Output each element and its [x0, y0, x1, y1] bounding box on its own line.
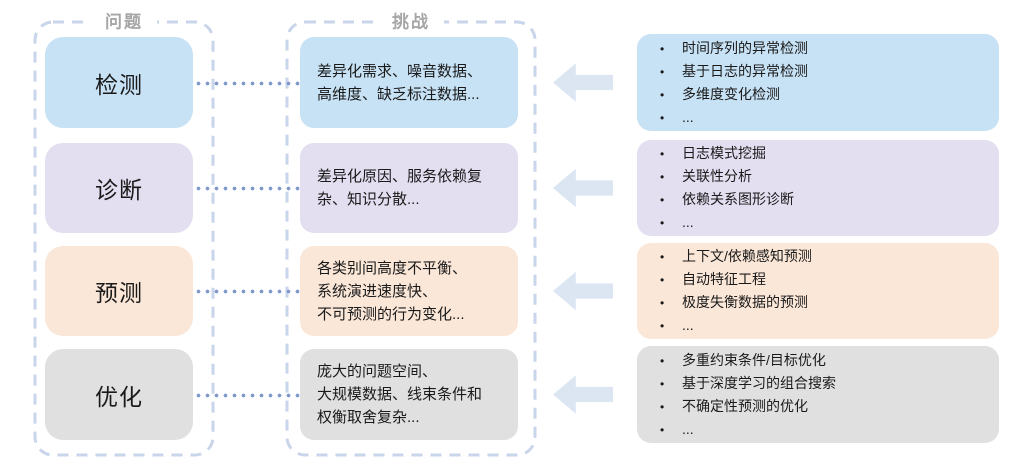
list-item: • 时间序列的异常检测 — [647, 37, 989, 60]
challenge-box-diagnosis: 差异化原因、服务依赖复 杂、知识分散... — [300, 143, 518, 233]
bullet-icon: • — [660, 64, 665, 79]
bullet-icon: • — [660, 296, 665, 310]
bullet-icon: • — [660, 422, 665, 437]
bullet-icon: • — [660, 87, 665, 102]
list-item-text: ... — [682, 108, 694, 125]
challenge-text: 各类别间高度不平衡、 系统演进速度快、 不可预测的行为变化... — [317, 259, 468, 323]
list-item: •... — [647, 314, 989, 337]
bullet-icon: • — [660, 399, 665, 414]
row-optimization: 优化 庞大的问题空间、 大规模数据、线束条件和 权衡取舍复杂... • 多重约束条… — [0, 346, 1024, 443]
solution-list: • 多重约束条件/目标优化 • 基于深度学习的组合搜索 • 不确定性预测的优化 •..… — [647, 349, 989, 441]
list-item: • 日志模式挖掘 — [647, 142, 989, 165]
left-arrow-icon — [553, 168, 613, 208]
list-item: • 关联性分析 — [647, 165, 989, 188]
problems-header: 问题 — [91, 7, 157, 33]
bullet-icon: • — [660, 147, 665, 161]
challenge-text: 差异化需求、噪音数据、 高维度、缺乏标注数据... — [317, 62, 483, 103]
list-item-text: 上下文/依赖感知预测 — [682, 248, 812, 264]
bullet-icon: • — [660, 110, 665, 125]
problem-label: 优化 — [95, 383, 143, 410]
bullet-icon: • — [660, 41, 665, 56]
dotted-connector — [194, 80, 306, 86]
bullet-icon: • — [660, 193, 665, 207]
list-item-text: 时间序列的异常检测 — [682, 39, 808, 56]
list-item-text: 极度失衡数据的预测 — [682, 294, 808, 310]
list-item-text: ... — [682, 214, 694, 230]
bullet-icon: • — [660, 273, 665, 287]
bullet-icon: • — [660, 376, 665, 391]
problem-box-optimization: 优化 — [45, 349, 193, 440]
problem-box-diagnosis: 诊断 — [45, 143, 193, 233]
dotted-connector — [194, 186, 306, 191]
list-item-text: 不确定性预测的优化 — [682, 397, 808, 414]
solution-box-detection: • 时间序列的异常检测 • 基于日志的异常检测 • 多维度变化检测 •... — [637, 34, 999, 131]
problem-label: 检测 — [95, 71, 143, 98]
list-item: • 多重约束条件/目标优化 — [647, 349, 989, 372]
challenge-text: 庞大的问题空间、 大规模数据、线束条件和 权衡取舍复杂... — [317, 363, 483, 426]
left-arrow-icon — [553, 271, 613, 311]
bullet-icon: • — [660, 353, 665, 368]
challenge-box-detection: 差异化需求、噪音数据、 高维度、缺乏标注数据... — [300, 37, 518, 128]
row-prediction: 预测 各类别间高度不平衡、 系统演进速度快、 不可预测的行为变化... • 上下文… — [0, 243, 1024, 339]
left-arrow-icon — [553, 375, 613, 414]
list-item-text: 自动特征工程 — [682, 271, 766, 287]
challenge-box-prediction: 各类别间高度不平衡、 系统演进速度快、 不可预测的行为变化... — [300, 246, 518, 336]
bullet-icon: • — [660, 170, 665, 184]
list-item-text: 基于日志的异常检测 — [682, 62, 808, 79]
list-item: •... — [647, 106, 989, 129]
challenge-box-optimization: 庞大的问题空间、 大规模数据、线束条件和 权衡取舍复杂... — [300, 349, 518, 440]
bullet-icon: • — [660, 216, 665, 230]
solution-box-optimization: • 多重约束条件/目标优化 • 基于深度学习的组合搜索 • 不确定性预测的优化 •..… — [637, 346, 999, 443]
list-item-text: 基于深度学习的组合搜索 — [682, 374, 836, 391]
problem-box-prediction: 预测 — [45, 246, 193, 336]
challenges-header: 挑战 — [378, 7, 444, 33]
bullet-icon: • — [660, 250, 665, 264]
list-item-text: 多维度变化检测 — [682, 85, 780, 102]
row-diagnosis: 诊断 差异化原因、服务依赖复 杂、知识分散... • 日志模式挖掘 • 关联性分析 … — [0, 140, 1024, 236]
list-item-text: 依赖关系图形诊断 — [682, 191, 794, 207]
list-item-text: ... — [682, 420, 694, 437]
solution-list: • 日志模式挖掘 • 关联性分析 • 依赖关系图形诊断 •... — [647, 142, 989, 234]
dotted-connector — [194, 392, 306, 398]
problem-label: 预测 — [95, 280, 143, 306]
bullet-icon: • — [660, 319, 665, 333]
challenge-text: 差异化原因、服务依赖复 杂、知识分散... — [317, 168, 483, 208]
row-detection: 检测 差异化需求、噪音数据、 高维度、缺乏标注数据... • 时间序列的异常检测 … — [0, 34, 1024, 131]
list-item: • 自动特征工程 — [647, 268, 989, 291]
list-item: • 基于日志的异常检测 — [647, 60, 989, 83]
solution-box-diagnosis: • 日志模式挖掘 • 关联性分析 • 依赖关系图形诊断 •... — [637, 140, 999, 236]
list-item: • 不确定性预测的优化 — [647, 395, 989, 418]
list-item-text: ... — [682, 317, 694, 333]
solution-list: • 上下文/依赖感知预测 • 自动特征工程 • 极度失衡数据的预测 •... — [647, 245, 989, 337]
problem-box-detection: 检测 — [45, 37, 193, 128]
solution-list: • 时间序列的异常检测 • 基于日志的异常检测 • 多维度变化检测 •... — [647, 37, 989, 129]
list-item: •... — [647, 418, 989, 441]
list-item: • 多维度变化检测 — [647, 83, 989, 106]
list-item: •... — [647, 211, 989, 234]
list-item-text: 多重约束条件/目标优化 — [682, 351, 826, 368]
left-arrow-icon — [553, 63, 613, 102]
list-item-text: 关联性分析 — [682, 168, 752, 184]
list-item: • 极度失衡数据的预测 — [647, 291, 989, 314]
problem-label: 诊断 — [95, 177, 143, 203]
list-item-text: 日志模式挖掘 — [682, 145, 766, 161]
list-item: • 基于深度学习的组合搜索 — [647, 372, 989, 395]
solution-box-prediction: • 上下文/依赖感知预测 • 自动特征工程 • 极度失衡数据的预测 •... — [637, 243, 999, 339]
list-item: • 上下文/依赖感知预测 — [647, 245, 989, 268]
dotted-connector — [194, 289, 306, 294]
list-item: • 依赖关系图形诊断 — [647, 188, 989, 211]
